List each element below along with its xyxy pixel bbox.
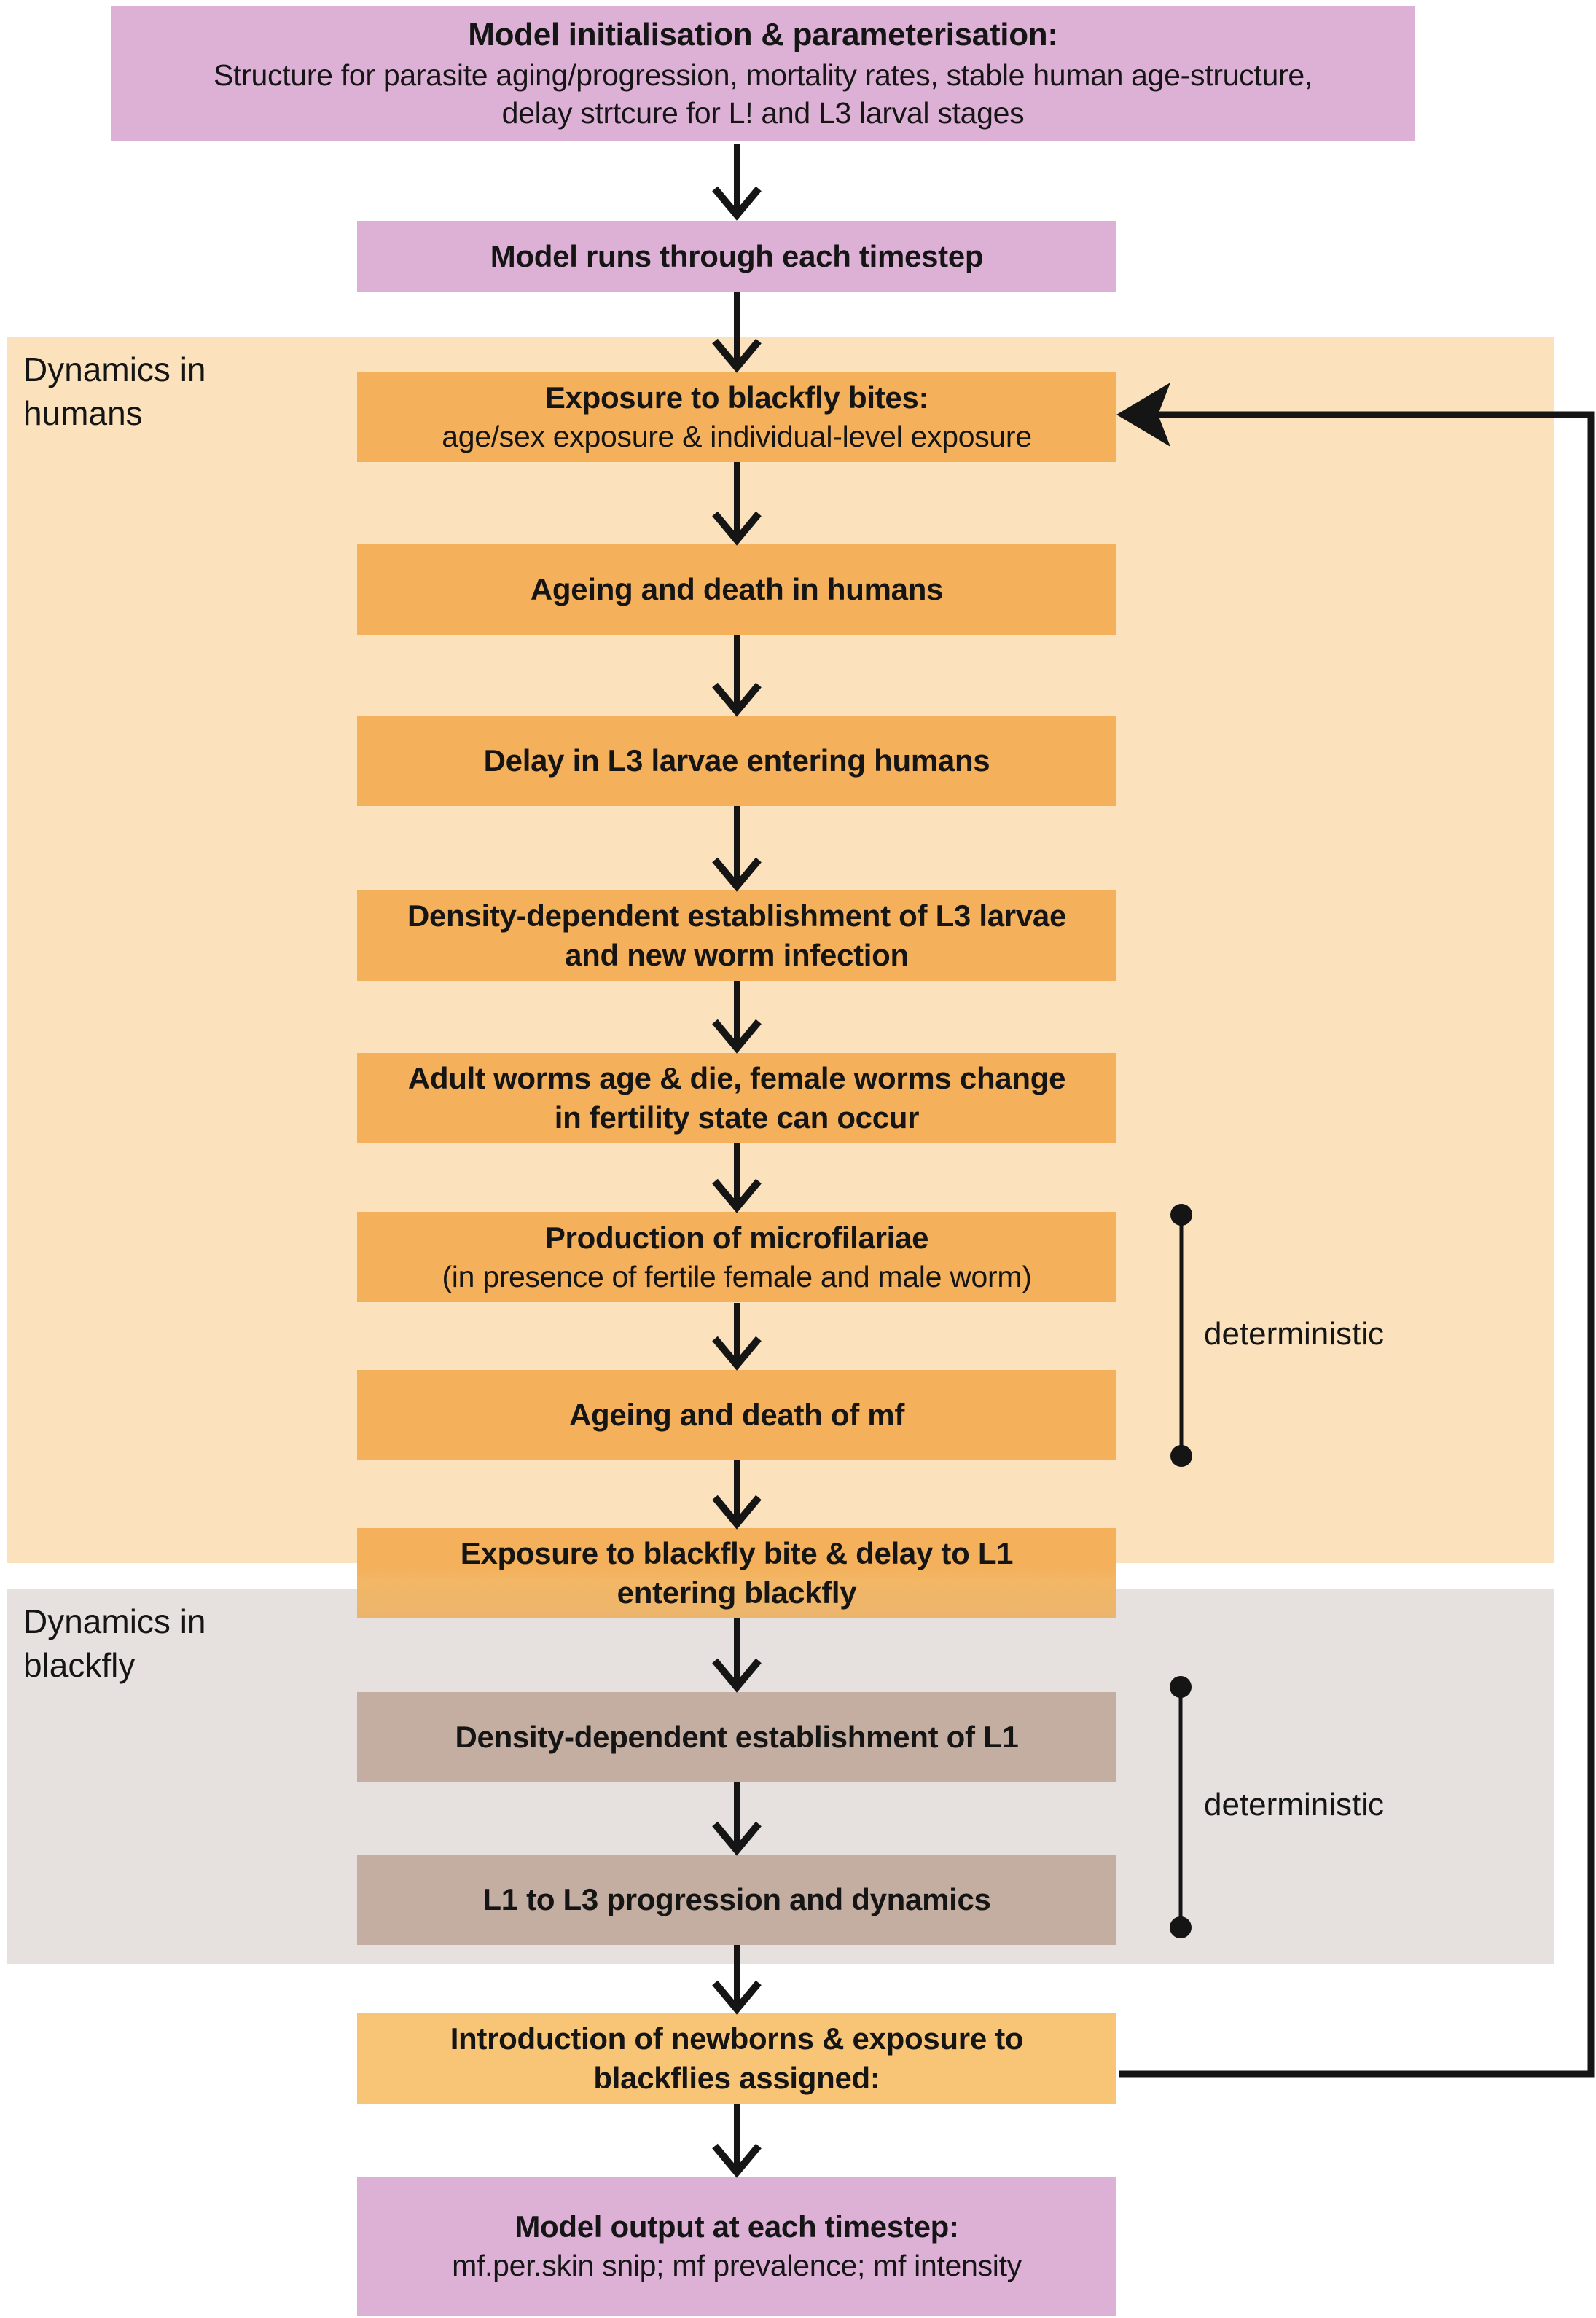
exposure-blackfly-bites-box: Exposure to blackfly bites: age/sex expo… [357,372,1116,462]
blackfly-section-label: Dynamics in blackfly [23,1600,206,1688]
delay-l3-title: Delay in L3 larvae entering humans [483,743,990,778]
density-dependent-l1-box: Density-dependent establishment of L1 [357,1692,1116,1782]
humans-section-label: Dynamics in humans [23,348,206,436]
model-runs-timestep-box: Model runs through each timestep [357,221,1116,292]
model-runs-timestep-title: Model runs through each timestep [490,239,984,274]
flow-arrowhead-icon [712,1980,762,2015]
exposure-delay-l1-box: Exposure to blackfly bite & delay to L1 … [357,1528,1116,1618]
exposure-blackfly-bites-subtitle: age/sex exposure & individual-level expo… [442,419,1032,453]
model-initialisation-line3: delay strtcure for L! and L3 larval stag… [501,96,1025,130]
adult-worms-title: Adult worms age & die, female worms chan… [407,1061,1066,1096]
humans-section-label-line2: humans [23,393,143,432]
deterministic-label-humans: deterministic [1204,1316,1384,1352]
mf-production-box: Production of microfilariae (in presence… [357,1212,1116,1302]
model-initialisation-title: Model initialisation & parameterisation: [468,17,1058,53]
model-output-title: Model output at each timestep: [515,2209,959,2244]
delay-l3-box: Delay in L3 larvae entering humans [357,716,1116,806]
flow-arrowhead-icon [712,2143,762,2178]
newborns-box: Introduction of newborns & exposure to b… [357,2013,1116,2104]
ageing-death-humans-title: Ageing and death in humans [530,572,944,607]
model-initialisation-line2: Structure for parasite aging/progression… [214,58,1313,92]
model-initialisation-box: Model initialisation & parameterisation:… [111,6,1415,141]
exposure-blackfly-bites-title: Exposure to blackfly bites: [544,380,929,415]
density-dependent-l1-title: Density-dependent establishment of L1 [455,1720,1019,1755]
blackfly-section-label-line1: Dynamics in [23,1602,206,1640]
ageing-death-mf-title: Ageing and death of mf [568,1397,905,1432]
mf-production-title: Production of microfilariae [544,1220,929,1255]
density-dependent-l3-title2: and new worm infection [565,938,909,972]
exposure-delay-l1-title2: entering blackfly [617,1575,857,1610]
model-output-subtitle: mf.per.skin snip; mf prevalence; mf inte… [452,2249,1022,2283]
adult-worms-title2: in fertility state can occur [554,1100,920,1135]
mf-production-subtitle: (in presence of fertile female and male … [442,1259,1032,1293]
newborns-title: Introduction of newborns & exposure to [450,2021,1024,2056]
model-output-box: Model output at each timestep: mf.per.sk… [357,2177,1116,2316]
deterministic-label-blackfly: deterministic [1204,1787,1384,1822]
density-dependent-l3-title: Density-dependent establishment of L3 la… [407,898,1067,933]
l1-to-l3-progression-title: L1 to L3 progression and dynamics [482,1882,991,1917]
density-dependent-l3-box: Density-dependent establishment of L3 la… [357,890,1116,981]
exposure-delay-l1-title: Exposure to blackfly bite & delay to L1 [460,1536,1014,1571]
humans-section-label-line1: Dynamics in [23,351,206,388]
blackfly-section-label-line2: blackfly [23,1645,136,1684]
adult-worms-box: Adult worms age & die, female worms chan… [357,1053,1116,1143]
ageing-death-humans-box: Ageing and death in humans [357,544,1116,635]
ageing-death-mf-box: Ageing and death of mf [357,1370,1116,1460]
newborns-title2: blackflies assigned: [593,2061,880,2095]
flow-arrowhead-icon [712,186,762,221]
l1-to-l3-progression-box: L1 to L3 progression and dynamics [357,1855,1116,1945]
